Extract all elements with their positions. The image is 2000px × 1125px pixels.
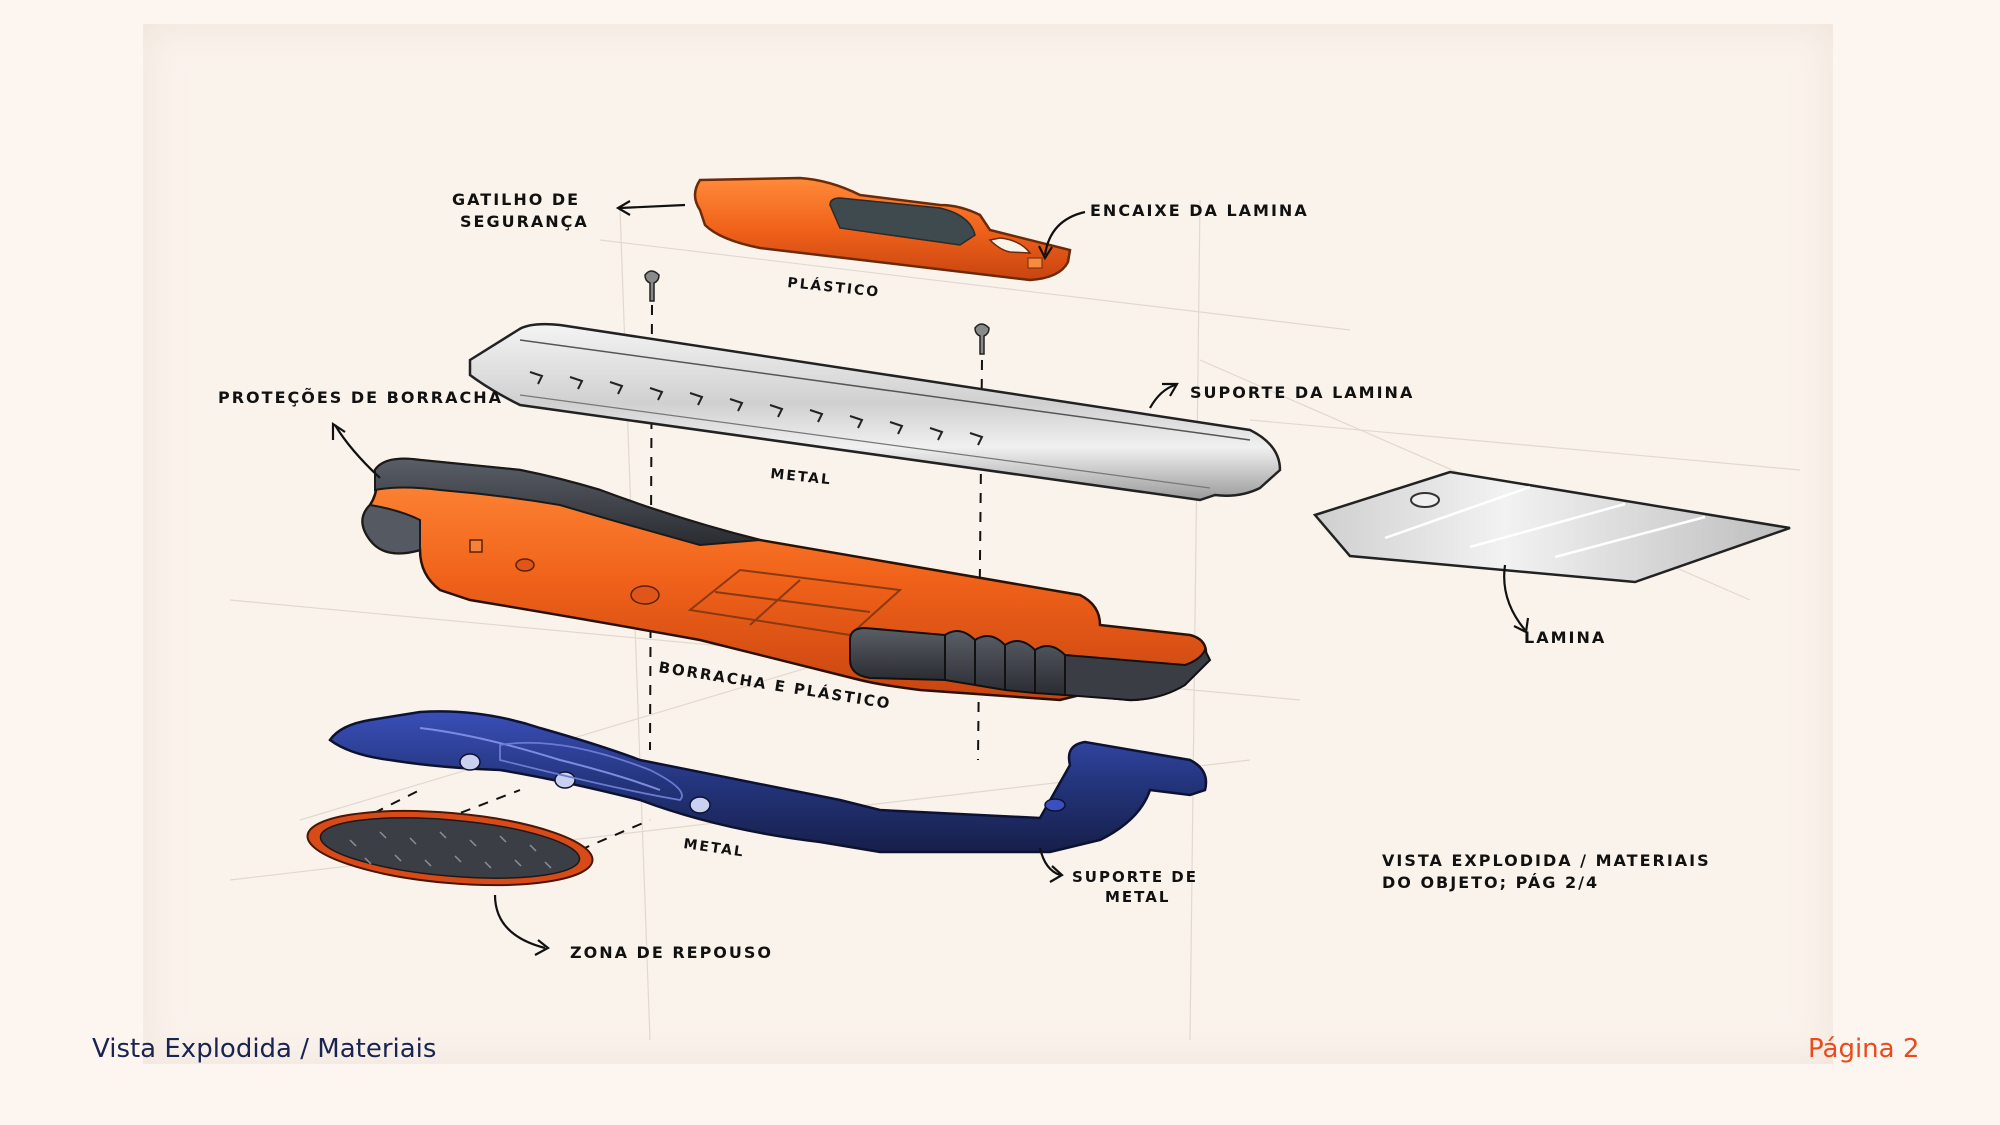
rest-pad-part: [306, 809, 594, 887]
page-number: Página 2: [1808, 1034, 1920, 1064]
main-body-part: [361, 457, 1212, 702]
leader-arrows: [331, 200, 1530, 956]
footer-title: Vista Explodida / Materiais: [92, 1034, 437, 1064]
note-line1: VISTA EXPLODIDA / MATERIAIS: [1382, 851, 1711, 870]
label-gatilho-line2: SEGURANÇA: [460, 212, 589, 231]
screw-right: [974, 323, 990, 355]
label-zona-repouso: ZONA DE REPOUSO: [570, 943, 773, 962]
label-gatilho-line1: GATILHO DE: [452, 190, 580, 209]
label-lamina: LAMINA: [1524, 628, 1606, 647]
label-metal-bottom: METAL: [682, 836, 745, 860]
blade-holder-part: [468, 322, 1282, 502]
label-metal-top: METAL: [770, 466, 833, 488]
label-protecoes: PROTEÇÕES DE BORRACHA: [218, 388, 503, 407]
blade-part: [1312, 470, 1791, 584]
label-suporte-metal-line1: SUPORTE DE: [1072, 868, 1198, 886]
label-plastico: PLÁSTICO: [787, 274, 881, 301]
note-line2: DO OBJETO; PÁG 2/4: [1382, 873, 1599, 892]
label-suporte-metal-line2: METAL: [1105, 888, 1170, 906]
safety-trigger-part: [693, 176, 1072, 282]
screw-left: [644, 270, 660, 302]
label-suporte-lamina: SUPORTE DA LAMINA: [1190, 383, 1414, 402]
label-encaixe: ENCAIXE DA LAMINA: [1090, 201, 1309, 220]
metal-frame-part: [328, 710, 1208, 854]
